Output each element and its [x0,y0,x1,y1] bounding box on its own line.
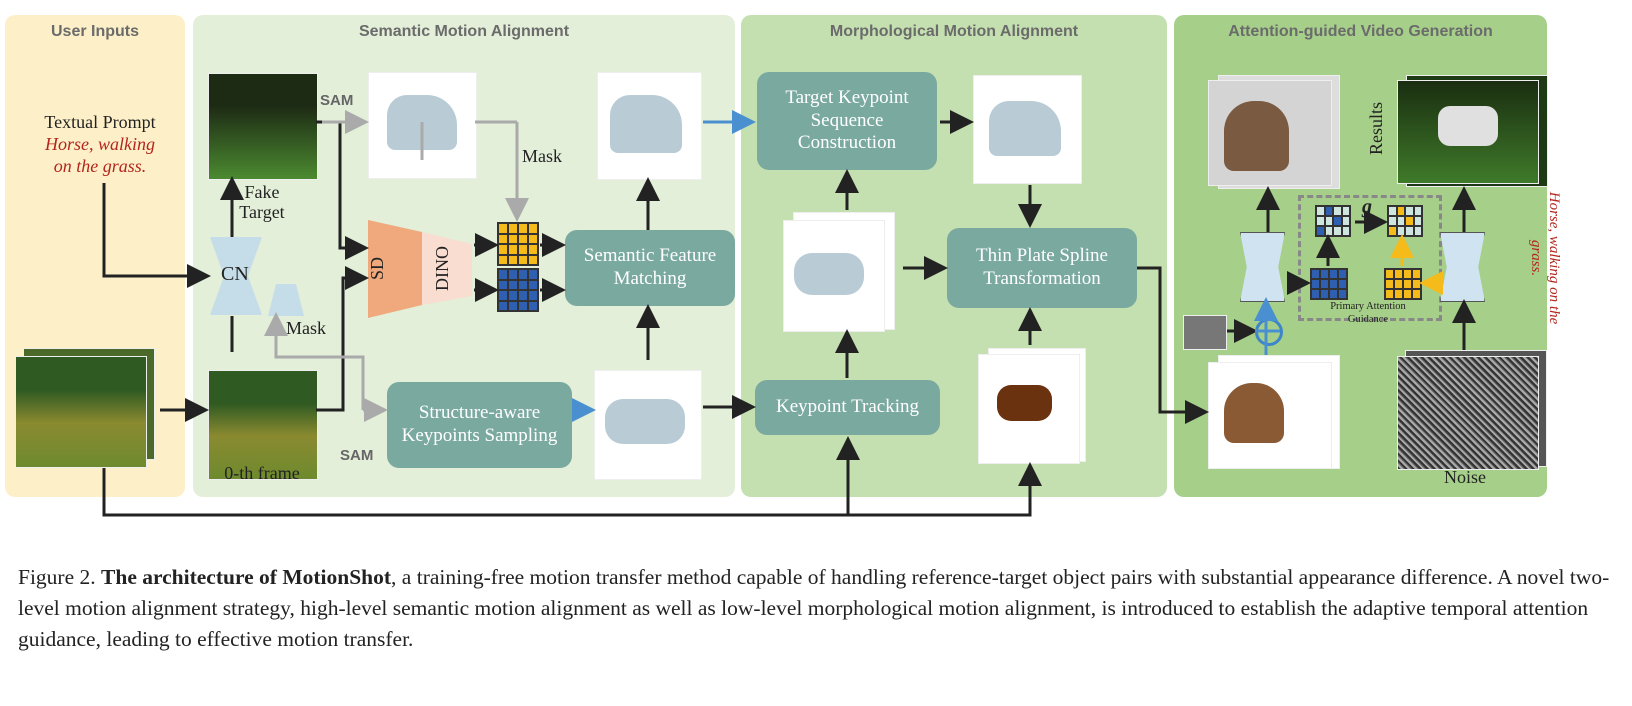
tksc-line3: Construction [797,132,897,154]
panel-title: Attention-guided Video Generation [1228,23,1493,40]
sam-label-bottom: SAM [340,447,374,464]
latent-noise-image [1183,315,1227,350]
pag-line1: Primary Attention [1330,301,1406,312]
sfm-line2: Matching [613,268,687,289]
tiger-cutout-image [978,354,1080,464]
frame0-label: 0-th frame [224,463,300,483]
tracking-label: Keypoint Tracking [775,396,920,418]
caption-prefix: Figure 2. [18,565,102,589]
mask-label-left: Mask [286,318,326,338]
horse-keypoint-sequence-image [973,75,1082,184]
cn-label: CN [221,263,249,285]
caption-text: , a training-free motion transfer method… [18,565,1610,651]
input-video-frame [15,356,147,468]
sam-label-top: SAM [320,92,354,109]
figure-caption: Figure 2. The architecture of MotionShot… [18,562,1618,655]
feature-grid-blue [497,268,539,312]
mask-label-top: Mask [522,146,562,166]
caption-title: The architecture of MotionShot [101,565,392,589]
keypoint-tracking-box: Keypoint Tracking [755,380,940,435]
tksc-line2: Sequence [810,109,884,131]
sks-line2: Keypoints Sampling [401,425,558,446]
panel-title: Semantic Motion Alignment [358,23,570,40]
sks-line1: Structure-aware [418,402,541,424]
dino-label: DINO [432,246,452,291]
fake-target-label-1: Fake [244,182,280,202]
noise-label: Noise [1444,467,1486,487]
prompt-text-2: on the grass. [53,156,147,176]
tiger-keypoints-image [594,370,702,480]
panel-title: User Inputs [50,23,139,40]
g-label: g [1362,196,1372,218]
sd-label: SD [367,256,388,281]
tracked-keypoints-image [783,220,885,332]
unet-left [1240,232,1285,302]
frame0-image [208,370,318,480]
noise-image [1397,356,1539,470]
tksc-line1: Target Keypoint [785,86,909,108]
horse-keypoints-image [597,72,702,180]
results-image [1397,80,1539,184]
panel-title: Morphological Motion Alignment [829,23,1079,40]
pag-line2: Guidance [1347,314,1389,325]
tps-line1: Thin Plate Spline [976,245,1108,267]
textual-prompt-label: Textual Prompt [44,112,156,132]
primary-attention-guidance-box [1298,195,1442,321]
fake-target-image [208,73,318,180]
attention-cube-blue [1310,268,1348,300]
warped-horse-image [1208,362,1332,469]
fake-target-label-2: Target [239,202,285,222]
prompt-text-1: Horse, walking [45,134,155,154]
tps-line2: Transformation [983,268,1101,289]
sfm-line1: Semantic Feature [583,245,717,267]
attention-cube-yellow-top [1387,205,1423,237]
noisy-horse-image [1208,80,1332,186]
